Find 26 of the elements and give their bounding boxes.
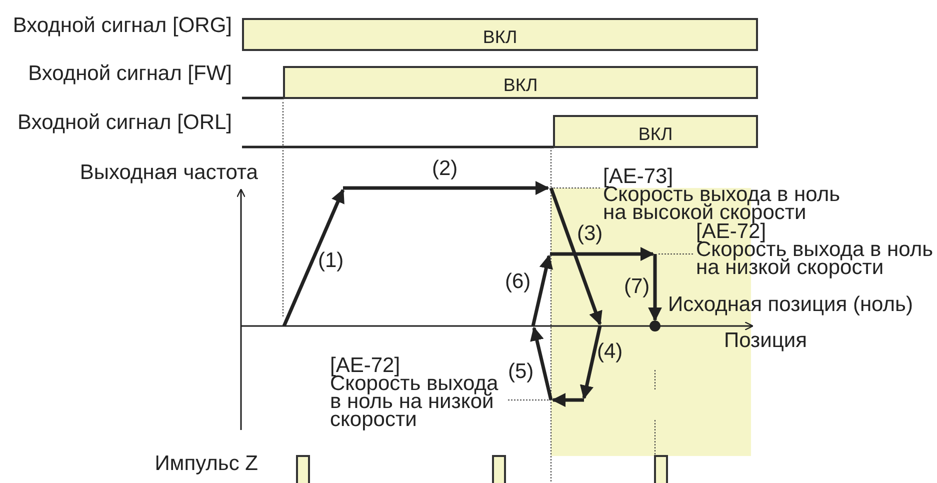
- step-number: (4): [597, 341, 623, 363]
- parameter-code: [AE-72]: [330, 357, 400, 375]
- step-number: (6): [505, 271, 531, 293]
- parameter-description: Скорость выхода в ноль на высокой скорости: [603, 186, 842, 222]
- point-label: Исходная позиция (ноль): [668, 294, 913, 316]
- signal-name: Входной сигнал [ORL]: [18, 112, 232, 134]
- step-number: (1): [318, 250, 344, 272]
- signal-name: Входной сигнал [FW]: [28, 63, 232, 85]
- parameter-code: [AE-72]: [696, 223, 766, 241]
- signal-on-bar: [242, 18, 758, 51]
- state-text: ВКЛ: [638, 124, 673, 146]
- signal-on-bar: [283, 66, 758, 99]
- signal-name: Входной сигнал [ORG]: [12, 15, 232, 37]
- step-number: (7): [624, 276, 650, 298]
- signal-name: Импульс Z: [154, 453, 258, 475]
- signal-on-bar: [553, 115, 758, 148]
- step-number: (3): [577, 223, 603, 245]
- state-text: ВКЛ: [482, 27, 518, 49]
- parameter-description: Скорость выхода в ноль на низкой скорости: [330, 375, 500, 429]
- axis-title: Выходная частота: [80, 162, 258, 184]
- parameter-code: [AE-73]: [603, 168, 674, 186]
- axis-title: Позиция: [724, 330, 808, 352]
- parameter-description: Скорость выхода в ноль на низкой скорости: [696, 241, 934, 277]
- state-text: ВКЛ: [503, 75, 538, 97]
- step-number: (2): [432, 158, 458, 180]
- step-number: (5): [508, 361, 534, 383]
